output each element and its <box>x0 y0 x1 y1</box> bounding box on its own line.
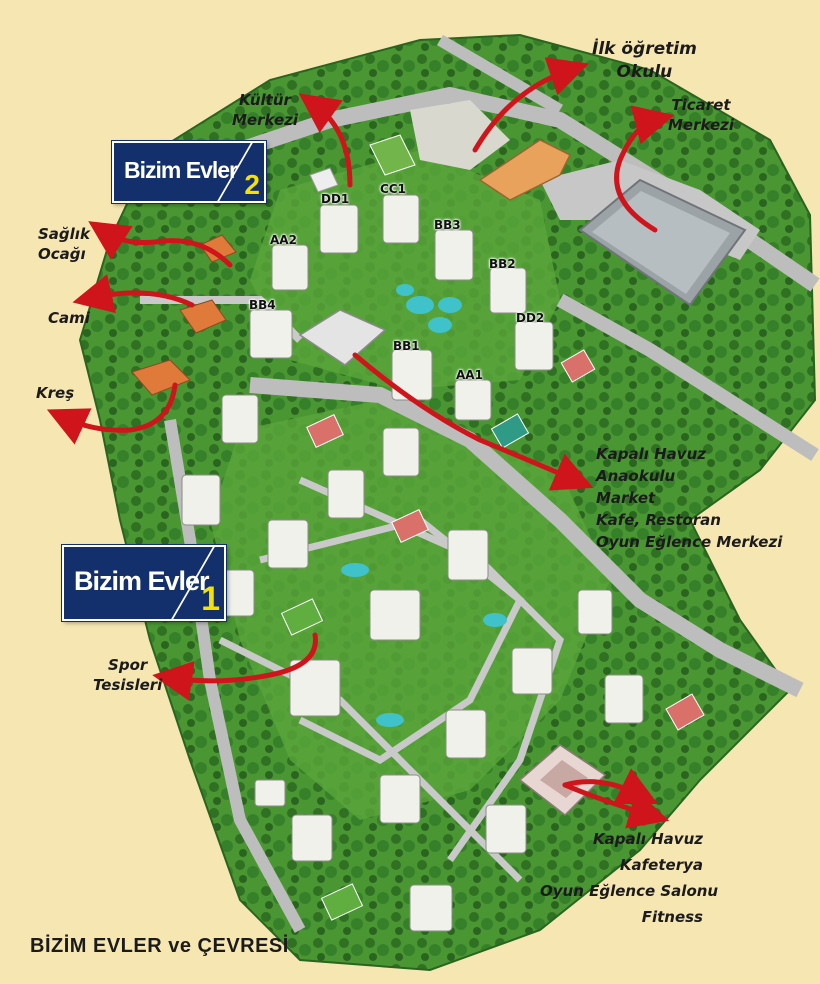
arrow-culture-center <box>298 93 353 188</box>
building-label-bb1: BB1 <box>393 339 420 353</box>
bizim-evler-2-logo: Bizim Evler 2 <box>112 141 266 203</box>
building-label-aa1: AA1 <box>456 368 483 382</box>
arrow-facilities-2 <box>352 352 594 491</box>
nursery-building <box>131 359 191 396</box>
arrow-school <box>472 57 589 153</box>
building-label-dd1: DD1 <box>321 192 350 206</box>
label-nursery: Kreş <box>36 384 75 402</box>
arrow-trade-center <box>614 105 675 233</box>
arrow-health-center <box>88 221 233 268</box>
building-label-bb3: BB3 <box>434 218 461 232</box>
arrow-mosque <box>72 274 195 314</box>
label-facilities-2: Kapalı Havuz Anaokulu Market Kafe, Resto… <box>596 445 783 551</box>
label-mosque: Cami <box>48 309 90 327</box>
arrow-sports <box>152 632 318 701</box>
map-title: BİZİM EVLER ve ÇEVRESİ <box>30 935 289 957</box>
logo-brand-text: Bizim Evler <box>124 157 238 184</box>
facility-building-2 <box>298 309 387 366</box>
mosque-building <box>179 299 227 334</box>
bizim-evler-1-logo: Bizim Evler 1 <box>62 545 226 621</box>
building-label-cc1: CC1 <box>380 182 406 196</box>
building-label-bb2: BB2 <box>489 257 516 271</box>
health-center-building <box>199 234 237 263</box>
school-building <box>478 139 572 201</box>
logo-number: 2 <box>244 169 260 200</box>
logo-number: 1 <box>201 580 220 618</box>
building-label-aa2: AA2 <box>270 233 297 247</box>
main-road-central <box>249 377 804 698</box>
building-label-bb4: BB4 <box>249 298 276 312</box>
label-facilities-1: Kapalı Havuz Kafeterya Oyun Eğlence Salo… <box>540 830 719 926</box>
main-road-east <box>556 293 819 461</box>
arrow-nursery <box>46 382 178 445</box>
building-label-dd2: DD2 <box>516 311 545 325</box>
